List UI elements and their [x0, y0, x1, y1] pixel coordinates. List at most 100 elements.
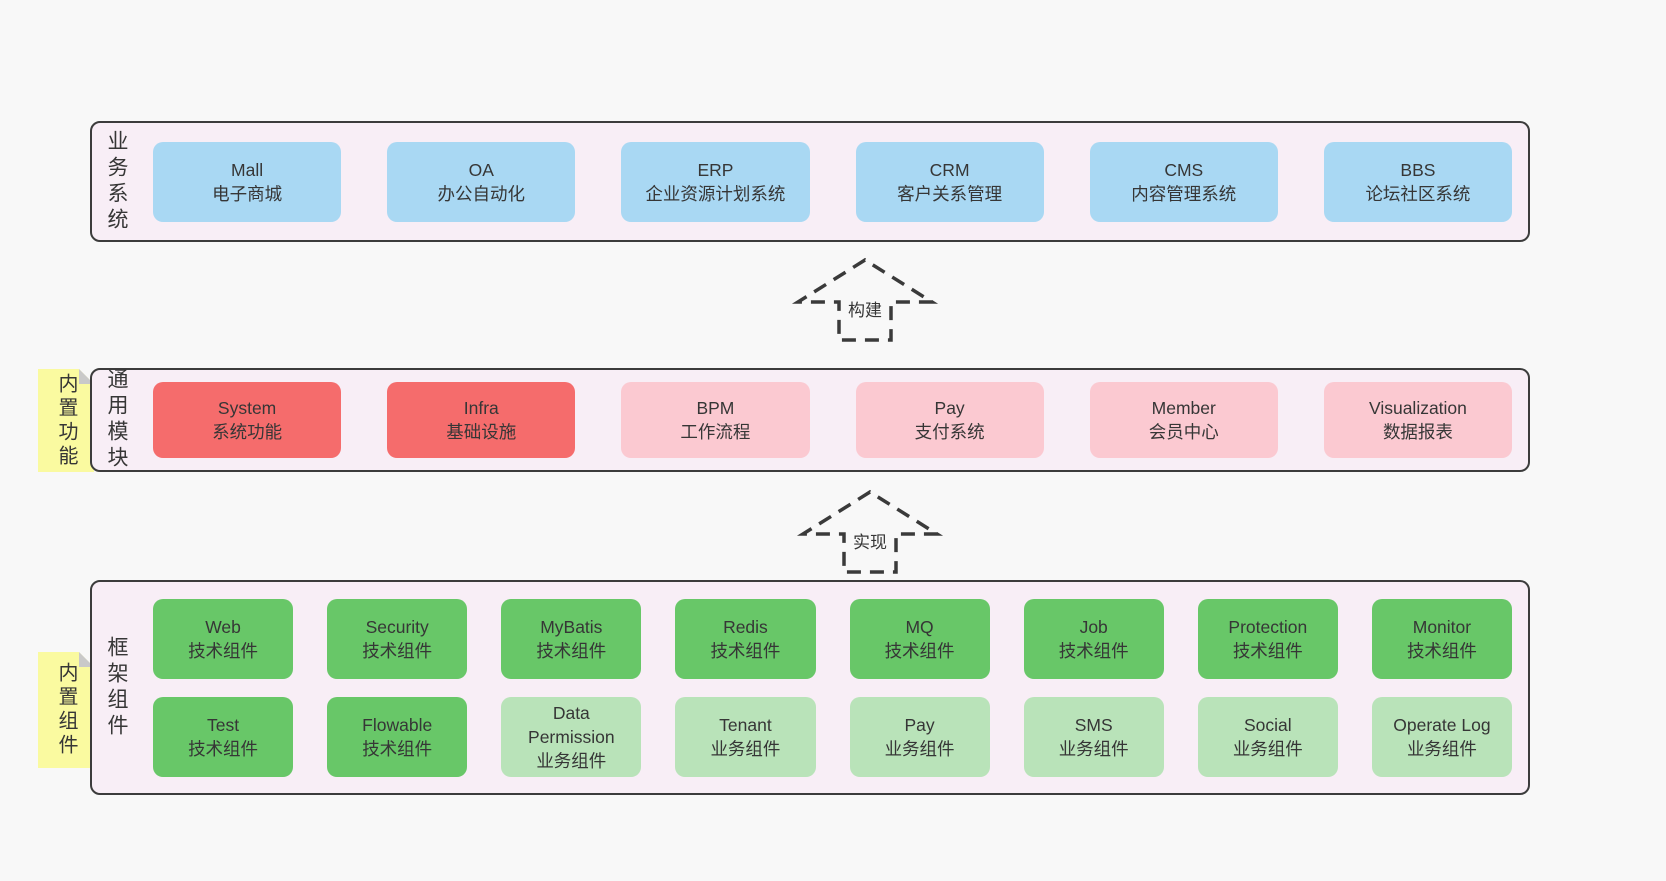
modules-box-row: System 系统功能 Infra 基础设施 BPM 工作流程 Pay 支付系统…	[153, 382, 1513, 458]
box-subtitle: 系统功能	[212, 422, 283, 442]
box-title: Tenant	[719, 714, 772, 735]
box-subtitle: 基础设施	[446, 422, 517, 442]
box-subtitle: 办公自动化	[437, 183, 526, 204]
box-title: Test	[207, 714, 240, 735]
box-bpm: BPM 工作流程	[621, 382, 810, 458]
box-subtitle: 技术组件	[188, 640, 259, 661]
up-arrow-dashed-icon	[796, 489, 944, 574]
business-systems-layer: 业务系统 Mall 电子商城 OA 办公自动化 ERP 企业资源计划系统 CRM…	[90, 121, 1530, 242]
box-system: System 系统功能	[153, 382, 342, 458]
box-oa: OA 办公自动化	[387, 141, 576, 222]
box-title: Operate Log	[1393, 714, 1491, 735]
box-title: CRM	[929, 159, 970, 180]
box-subtitle: 业务组件	[1058, 738, 1129, 759]
box-security: Security 技术组件	[327, 598, 468, 679]
up-arrow-dashed-icon	[791, 257, 939, 342]
box-flowable: Flowable 技术组件	[327, 696, 468, 777]
box-crm: CRM 客户关系管理	[855, 141, 1044, 222]
box-web: Web 技术组件	[153, 598, 294, 679]
box-title: Monitor	[1412, 616, 1472, 637]
components-row-2: Test 技术组件 Flowable 技术组件 Data Permission …	[153, 696, 1512, 777]
sticky-note-built-in-components: 内置组件	[38, 652, 94, 768]
box-subtitle: 电子商城	[212, 183, 283, 204]
box-subtitle: 业务组件	[710, 738, 781, 759]
box-subtitle: 工作流程	[680, 422, 751, 442]
components-row-1: Web 技术组件 Security 技术组件 MyBatis 技术组件 Redi…	[153, 598, 1512, 679]
box-mq: MQ 技术组件	[849, 598, 990, 679]
box-subtitle: 数据报表	[1382, 422, 1453, 442]
box-job: Job 技术组件	[1023, 598, 1164, 679]
box-title: Infra	[463, 398, 499, 418]
box-title: Data Permission	[528, 702, 615, 747]
components-box-grid: Web 技术组件 Security 技术组件 MyBatis 技术组件 Redi…	[153, 598, 1512, 777]
box-subtitle: 支付系统	[914, 422, 985, 442]
box-monitor: Monitor 技术组件	[1371, 598, 1512, 679]
box-title: BBS	[1400, 159, 1436, 180]
box-title: BPM	[696, 398, 735, 418]
framework-components-layer: 框架组件 Web 技术组件 Security 技术组件 MyBatis 技术组件…	[90, 580, 1530, 795]
box-subtitle: 业务组件	[536, 750, 607, 771]
layer-label-business: 业务系统	[105, 129, 128, 234]
box-subtitle: 技术组件	[1406, 640, 1477, 661]
layer-label-modules: 通用模块	[105, 368, 128, 472]
box-title: Security	[365, 616, 429, 637]
box-subtitle: 业务组件	[1406, 738, 1477, 759]
box-subtitle: 技术组件	[710, 640, 781, 661]
box-subtitle: 企业资源计划系统	[645, 183, 786, 204]
box-mybatis: MyBatis 技术组件	[501, 598, 642, 679]
box-infra: Infra 基础设施	[387, 382, 576, 458]
box-subtitle: 内容管理系统	[1131, 183, 1237, 204]
box-title: Pay	[904, 714, 935, 735]
box-operate-log: Operate Log 业务组件	[1371, 696, 1512, 777]
box-title: CMS	[1164, 159, 1204, 180]
box-title: Web	[205, 616, 241, 637]
box-subtitle: 技术组件	[1058, 640, 1129, 661]
box-subtitle: 会员中心	[1148, 422, 1219, 442]
box-tenant: Tenant 业务组件	[675, 696, 816, 777]
box-title: Job	[1079, 616, 1108, 637]
box-visualization: Visualization 数据报表	[1323, 382, 1513, 458]
arrow-implement-label: 实现	[850, 528, 890, 553]
box-erp: ERP 企业资源计划系统	[621, 141, 810, 222]
sticky-note-label: 内置组件	[55, 662, 77, 758]
box-sms: SMS 业务组件	[1023, 696, 1164, 777]
sticky-note-label: 内置功能	[55, 372, 77, 469]
box-title: Pay	[934, 398, 965, 418]
business-box-row: Mall 电子商城 OA 办公自动化 ERP 企业资源计划系统 CRM 客户关系…	[153, 141, 1513, 222]
box-title: Redis	[723, 616, 768, 637]
box-title: Visualization	[1368, 398, 1467, 418]
layer-label-components: 框架组件	[105, 635, 128, 740]
arrow-build-label: 构建	[845, 296, 885, 321]
box-subtitle: 技术组件	[188, 738, 259, 759]
box-title: Mall	[231, 159, 264, 180]
box-redis: Redis 技术组件	[675, 598, 816, 679]
box-cms: CMS 内容管理系统	[1089, 141, 1278, 222]
box-mall: Mall 电子商城	[153, 141, 342, 222]
arrow-build: 构建	[790, 256, 940, 344]
common-modules-layer: 通用模块 System 系统功能 Infra 基础设施 BPM 工作流程 Pay…	[90, 368, 1530, 472]
box-title: Protection	[1228, 616, 1308, 637]
box-data-permission: Data Permission 业务组件	[501, 696, 642, 777]
box-subtitle: 技术组件	[1232, 640, 1303, 661]
box-pay-module: Pay 支付系统	[855, 382, 1044, 458]
arrow-implement: 实现	[795, 488, 945, 576]
box-title: SMS	[1074, 714, 1113, 735]
box-bbs: BBS 论坛社区系统	[1323, 141, 1513, 222]
box-title: Member	[1151, 398, 1216, 418]
box-pay-component: Pay 业务组件	[849, 696, 990, 777]
box-title: MQ	[905, 616, 934, 637]
box-title: MyBatis	[540, 616, 603, 637]
box-subtitle: 技术组件	[362, 738, 433, 759]
box-protection: Protection 技术组件	[1197, 598, 1338, 679]
box-title: Social	[1243, 714, 1292, 735]
box-social: Social 业务组件	[1197, 696, 1338, 777]
box-subtitle: 论坛社区系统	[1365, 183, 1471, 204]
box-subtitle: 技术组件	[362, 640, 433, 661]
box-test: Test 技术组件	[153, 696, 294, 777]
box-member: Member 会员中心	[1089, 382, 1278, 458]
box-subtitle: 技术组件	[536, 640, 607, 661]
box-title: OA	[468, 159, 494, 180]
box-title: Flowable	[362, 714, 433, 735]
box-title: System	[217, 398, 277, 418]
